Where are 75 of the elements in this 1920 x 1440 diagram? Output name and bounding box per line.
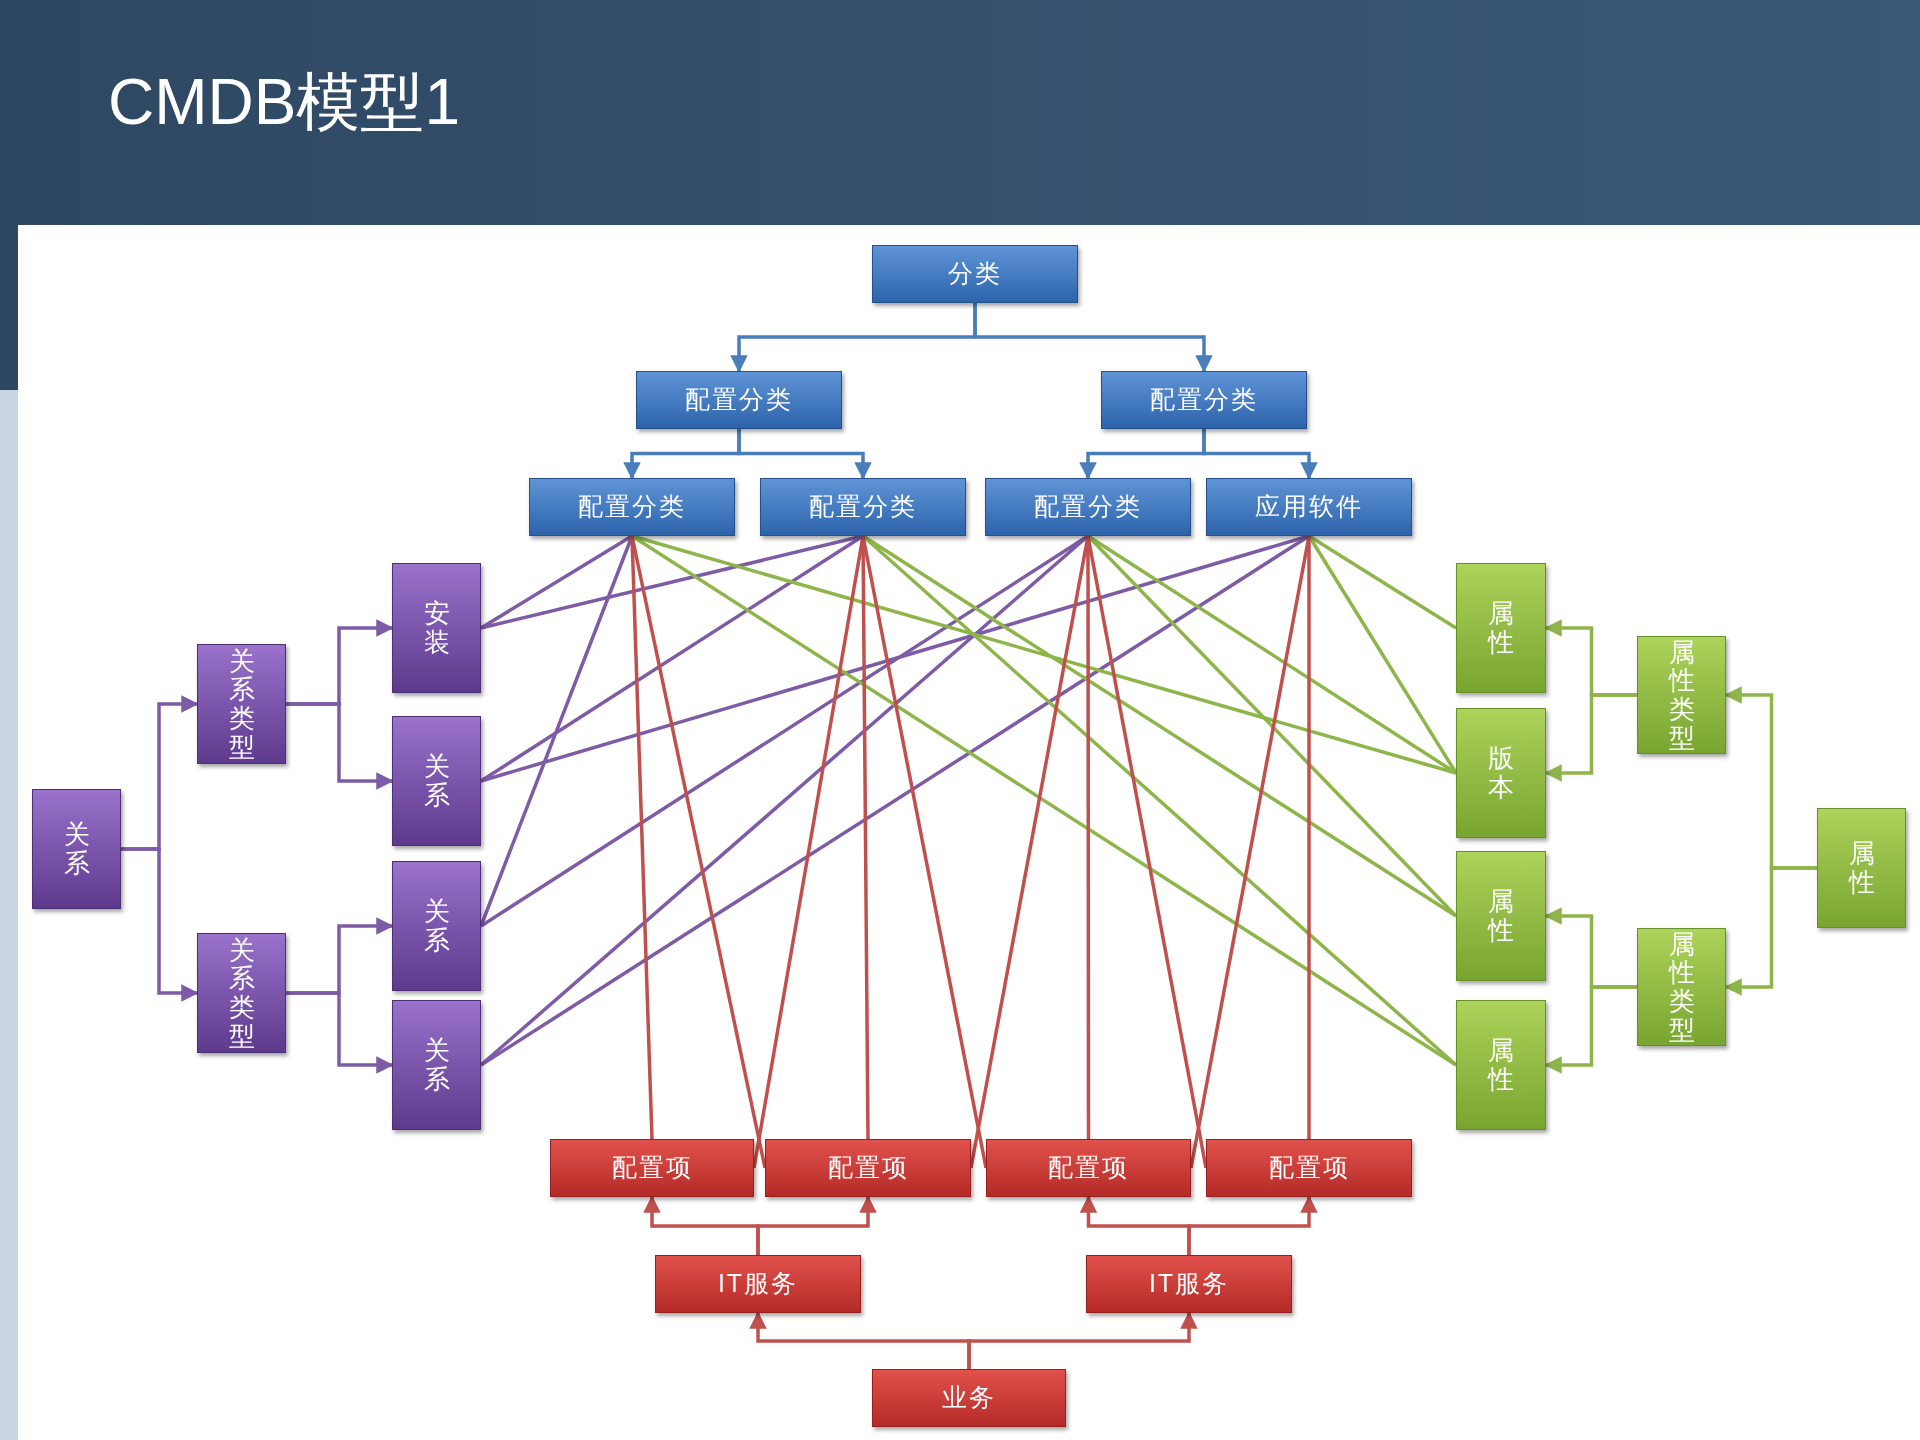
box-label: 配置分类 (1150, 384, 1258, 416)
connector-line (1307, 536, 1311, 1139)
category-box (636, 371, 842, 429)
box-label: 属性类型 (1668, 929, 1695, 1045)
box-label: 业务 (942, 1382, 996, 1414)
box-label: 关系 (423, 1036, 450, 1094)
category-box (529, 478, 735, 536)
box-label: 安装 (423, 599, 450, 657)
category-box (1206, 478, 1412, 536)
arrow (286, 991, 394, 1074)
box-label: 配置项 (827, 1152, 909, 1184)
box-label: 关系类型 (228, 646, 255, 762)
arrow (121, 847, 199, 1002)
box-label: 属性 (1488, 599, 1514, 657)
box-label: 属性类型 (1668, 637, 1695, 753)
arrow (1544, 693, 1637, 782)
arrow (1187, 1195, 1318, 1255)
attribute-box (1817, 808, 1906, 928)
connector-line (1308, 534, 1457, 630)
box-label: IT服务 (1148, 1268, 1230, 1300)
box-label: 配置项 (611, 1152, 693, 1184)
item-box (1206, 1139, 1412, 1197)
category-box (985, 478, 1191, 536)
box-label: 应用软件 (1255, 491, 1363, 523)
box-label: 属性 (1488, 887, 1514, 945)
item-box (655, 1255, 861, 1313)
box-label: 分类 (948, 258, 1002, 290)
attribute-box (1637, 928, 1726, 1046)
relation-box (197, 644, 286, 764)
attribute-box (1637, 636, 1726, 754)
connector-line (630, 535, 654, 1140)
attribute-box (1456, 851, 1546, 981)
connector-line (630, 535, 767, 1169)
arrow (973, 303, 1213, 373)
box-label: 配置项 (1268, 1152, 1350, 1184)
arrow (1544, 985, 1637, 1074)
attribute-box (1456, 563, 1546, 693)
box-label: 配置分类 (578, 491, 686, 523)
item-box (872, 1369, 1066, 1427)
category-box (760, 478, 966, 536)
box-label: 配置项 (1048, 1152, 1129, 1184)
connector-line (1086, 535, 1208, 1169)
item-box (765, 1139, 971, 1197)
relation-box (392, 1000, 481, 1130)
relation-box (392, 716, 481, 846)
category-box (1101, 371, 1307, 429)
box-label: 配置分类 (1034, 491, 1142, 523)
item-box (1086, 1255, 1292, 1313)
connector-line (861, 535, 988, 1169)
box-label: 版本 (1488, 744, 1514, 802)
item-box (986, 1139, 1191, 1197)
attribute-box (1456, 708, 1546, 838)
box-label: 关系类型 (228, 935, 255, 1051)
arrow (286, 702, 394, 790)
box-label: 配置分类 (809, 491, 917, 523)
box-label: 属性 (1848, 839, 1875, 897)
relation-box (197, 933, 286, 1053)
attribute-box (1456, 1000, 1546, 1130)
box-label: 关系 (423, 752, 450, 810)
arrow (967, 1311, 1198, 1369)
arrow (1724, 866, 1817, 996)
box-label: 关系 (63, 820, 90, 878)
arrow (1202, 429, 1318, 480)
relation-box (32, 789, 121, 909)
relation-box (392, 861, 481, 991)
item-box (550, 1139, 754, 1197)
box-label: 属性 (1488, 1036, 1514, 1094)
relation-box (392, 563, 481, 693)
box-label: IT服务 (717, 1268, 799, 1300)
arrow (737, 429, 872, 480)
box-label: 关系 (423, 897, 450, 955)
category-box (872, 245, 1078, 303)
slide-title: CMDB模型1 (108, 65, 461, 140)
arrow (756, 1195, 877, 1255)
box-label: 配置分类 (685, 384, 793, 416)
